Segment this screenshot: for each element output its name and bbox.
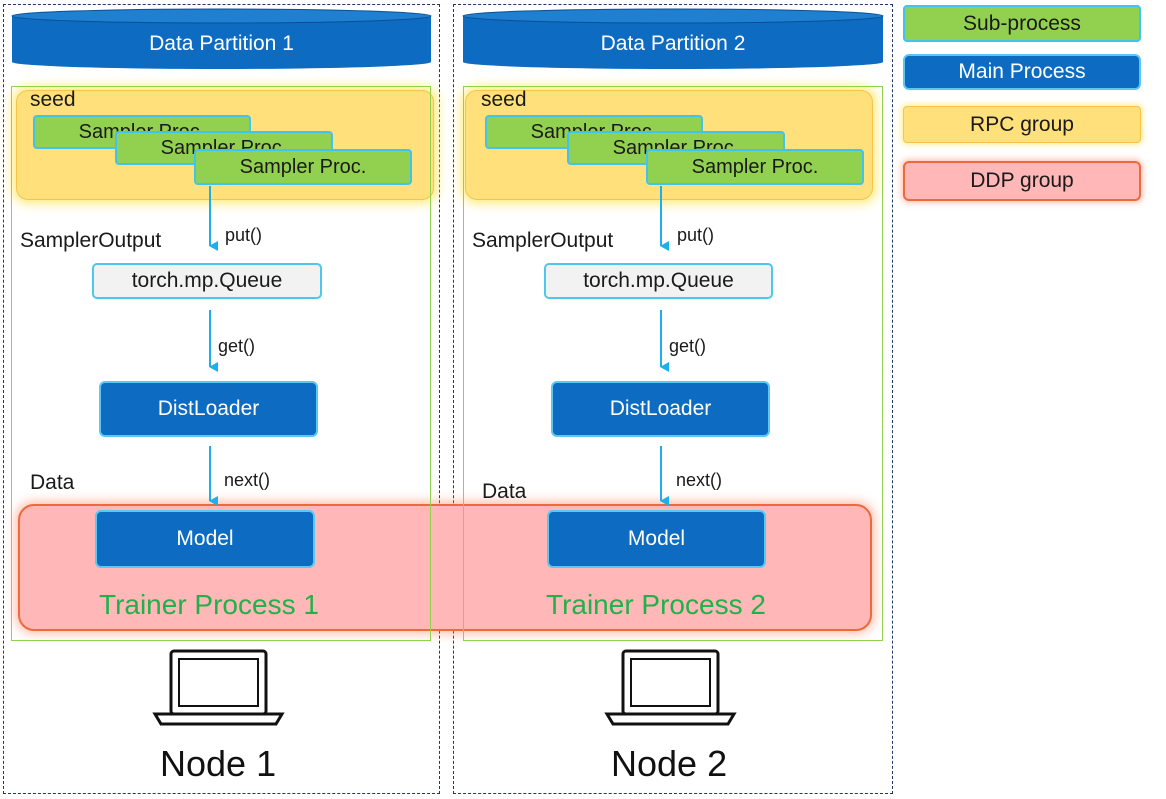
laptop-icon <box>152 649 285 726</box>
legend-ddp-group: DDP group <box>903 161 1141 201</box>
trainer-label-2: Trainer Process 2 <box>546 589 766 620</box>
node-1-frame <box>3 4 440 794</box>
sampler-output-label-1: SamplerOutput <box>20 229 162 252</box>
node-label-1: Node 1 <box>160 743 277 784</box>
seed-label-2: seed <box>481 88 527 111</box>
trainer-label-1: Trainer Process 1 <box>99 589 319 620</box>
sampler-proc-1c: Sampler Proc. <box>194 149 412 185</box>
put-label-2: put() <box>677 225 715 245</box>
partition-label-1: Data Partition 1 <box>149 32 294 55</box>
put-label-1: put() <box>225 225 263 245</box>
sampler-proc-2c: Sampler Proc. <box>646 149 864 185</box>
database-cylinder-2 <box>462 8 884 69</box>
queue-box-2: torch.mp.Queue <box>544 263 773 299</box>
node-label-2: Node 2 <box>611 743 728 784</box>
data-label-2: Data <box>482 480 527 503</box>
get-label-1: get() <box>218 336 256 356</box>
legend-main-process: Main Process <box>903 54 1141 90</box>
queue-box-1: torch.mp.Queue <box>92 263 322 299</box>
laptop-icon <box>604 649 737 726</box>
get-label-2: get() <box>669 336 707 356</box>
model-box-1: Model <box>95 510 315 568</box>
legend-rpc-group: RPC group <box>903 106 1141 143</box>
legend-subprocess: Sub-process <box>903 5 1141 42</box>
distloader-box-2: DistLoader <box>551 381 770 437</box>
next-label-2: next() <box>676 470 723 490</box>
partition-label-2: Data Partition 2 <box>600 32 746 55</box>
data-label-1: Data <box>30 471 75 494</box>
database-cylinder-1 <box>11 8 432 69</box>
process-box-node-2 <box>463 86 883 641</box>
process-box-node-1 <box>11 86 431 641</box>
distloader-box-1: DistLoader <box>99 381 318 437</box>
node-2-frame <box>453 4 893 794</box>
sampler-output-label-2: SamplerOutput <box>472 229 614 252</box>
next-label-1: next() <box>224 470 271 490</box>
model-box-2: Model <box>547 510 766 568</box>
seed-label-1: seed <box>30 88 76 111</box>
